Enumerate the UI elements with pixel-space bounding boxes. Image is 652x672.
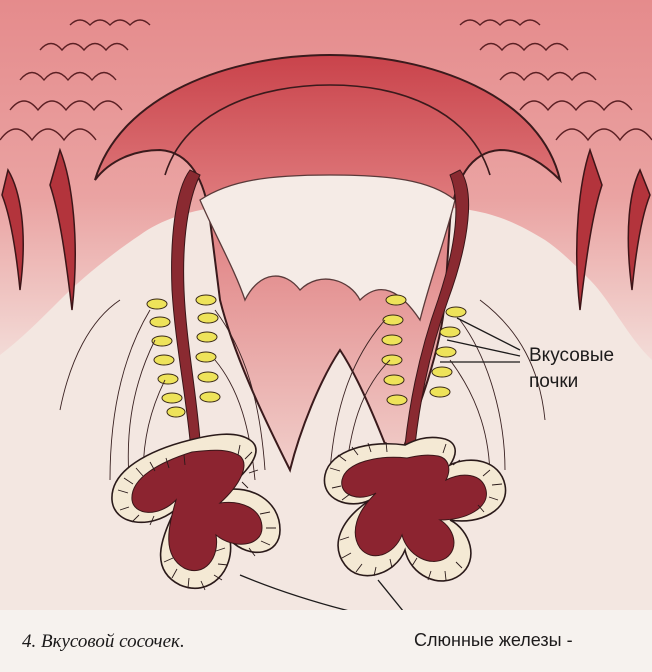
- taste-buds-label-line1: Вкусовые: [529, 343, 614, 369]
- figure-caption: 4. Вкусовой сосочек.: [22, 631, 185, 653]
- salivary-glands-label: Слюнные железы -: [414, 627, 573, 653]
- taste-papilla-illustration: [0, 0, 652, 610]
- taste-buds-label-line2: почки: [529, 369, 578, 395]
